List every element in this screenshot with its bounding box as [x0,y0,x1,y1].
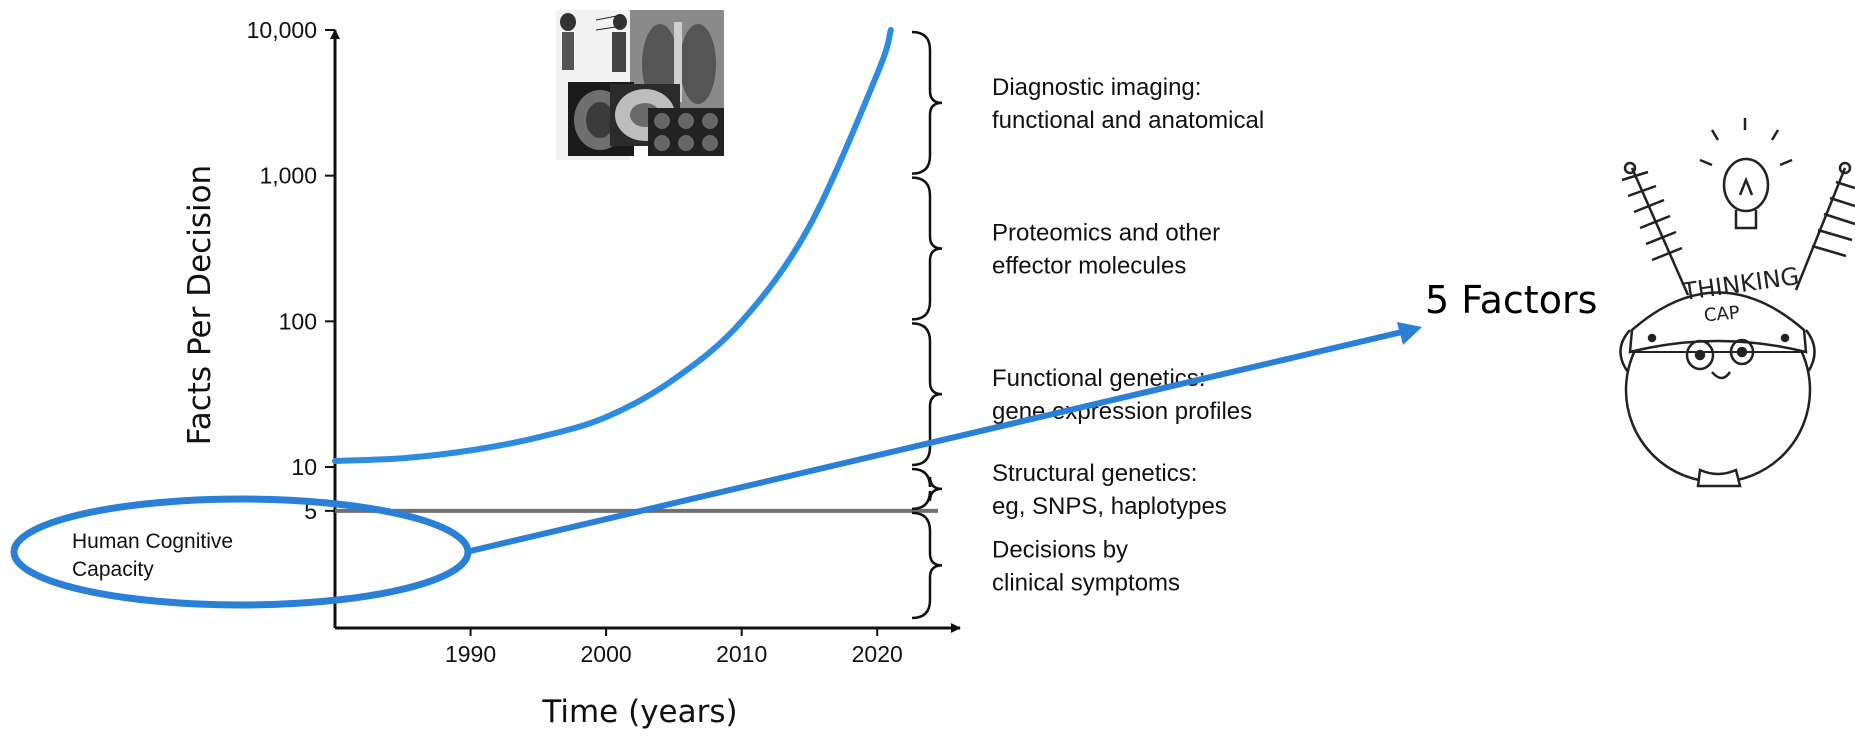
y-tick-label: 1,000 [259,163,317,189]
x-tick-label: 2020 [852,641,903,667]
band-brace [911,511,943,620]
y-tick-label: 100 [279,308,317,334]
band-label-line: functional and anatomical [992,107,1264,134]
band-annotations: Diagnostic imaging: functional and anatom… [911,30,1264,620]
y-tick-label: 10 [291,454,317,480]
band-brace [911,467,943,511]
factors-arrow [465,322,1422,555]
series-line [332,27,894,464]
y-axis-title: Facts Per Decision [182,165,218,445]
cap-text: CAP [1703,302,1741,326]
y-tick-label: 10,000 [247,17,317,43]
band-label: Diagnostic imaging: functional and anatom… [992,74,1264,134]
band-label-line: effector molecules [992,253,1186,280]
capacity-label-line-2: Capacity [72,558,154,581]
band-brace [911,322,943,467]
band-label: Decisions by clinical symptoms [992,536,1180,596]
medical-imaging-collage [556,10,724,160]
x-tick-label: 2010 [716,641,767,667]
x-axis-title: Time (years) [541,694,737,730]
thinking-cap-cartoon [1619,118,1855,488]
band-label-line: clinical symptoms [992,569,1180,596]
band-brace [911,176,943,321]
band-brace [911,30,943,175]
capacity-label: Human Cognitive Capacity [72,530,239,581]
arrowhead-icon [1397,322,1422,345]
five-factors-label: 5 Factors [1425,278,1597,322]
series-layer [332,27,894,464]
x-tick-label: 2000 [581,641,632,667]
band-label: Structural genetics: eg, SNPS, haplotypes [992,460,1227,520]
band-label-line: eg, SNPS, haplotypes [992,493,1227,520]
band-label-line: Structural genetics: [992,460,1197,487]
band-label: Proteomics and other effector molecules [992,220,1220,280]
x-tick-label: 1990 [445,641,496,667]
band-label: Functional genetics:gene expression prof… [992,365,1252,425]
capacity-label-line-1: Human Cognitive [72,530,233,553]
band-label-line: Diagnostic imaging: [992,74,1201,101]
band-label-line: Decisions by [992,536,1128,563]
band-label-line: Proteomics and other [992,220,1220,247]
